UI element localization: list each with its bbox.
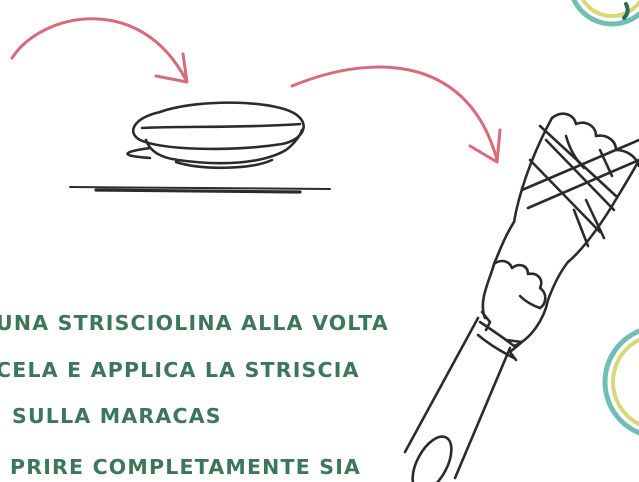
arrow-to-maracas bbox=[290, 65, 502, 164]
arrow-to-bowl bbox=[10, 17, 189, 84]
instruction-line-2: CELA E APPLICA LA STRISCIA bbox=[0, 358, 360, 382]
maracas-bottle bbox=[403, 112, 639, 482]
top-right-badge bbox=[571, 0, 639, 27]
instruction-line-3: SULLA MARACAS bbox=[12, 404, 222, 428]
instruction-line-1: UNA STRISCIOLINA ALLA VOLTA bbox=[0, 311, 389, 335]
instruction-line-4: PRIRE COMPLETAMENTE SIA bbox=[10, 455, 361, 479]
glue-bowl bbox=[69, 101, 331, 194]
right-edge-badge bbox=[602, 328, 639, 436]
